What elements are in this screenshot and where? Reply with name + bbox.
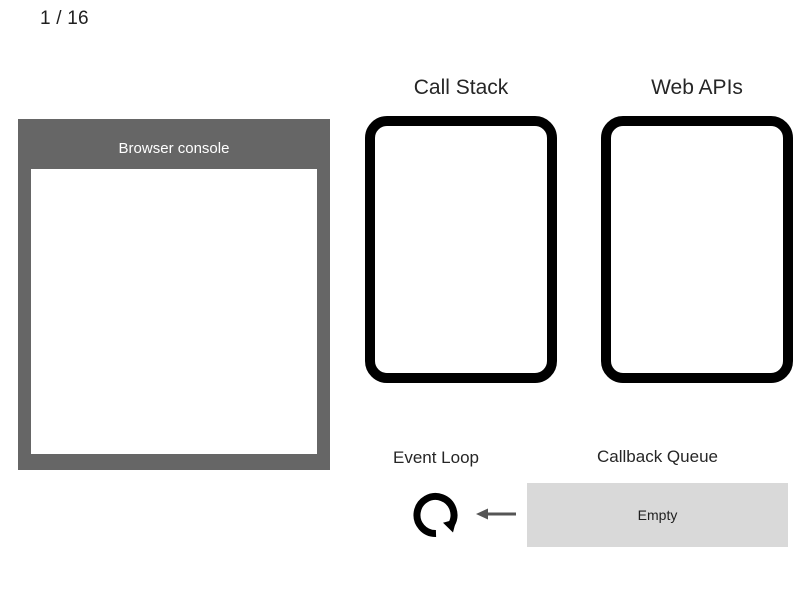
web-apis-item-list — [611, 126, 783, 134]
slide-counter: 1 / 16 — [40, 8, 89, 29]
browser-console-panel: Browser console — [18, 119, 330, 470]
call-stack-frame-list — [375, 126, 547, 134]
arrow-left-icon — [474, 503, 518, 525]
callback-queue-title: Callback Queue — [597, 447, 718, 466]
callback-queue-box: Empty — [527, 483, 788, 547]
web-apis-box — [601, 116, 793, 383]
browser-console-screen[interactable] — [31, 169, 317, 454]
call-stack-box — [365, 116, 557, 383]
console-log-list — [31, 169, 317, 181]
web-apis-title: Web APIs — [651, 76, 743, 99]
circular-arrow-icon — [410, 489, 462, 541]
browser-console-title: Browser console — [118, 140, 230, 157]
call-stack-title: Call Stack — [413, 76, 509, 99]
callback-queue-status: Empty — [637, 507, 678, 523]
event-loop-title: Event Loop — [392, 448, 479, 467]
